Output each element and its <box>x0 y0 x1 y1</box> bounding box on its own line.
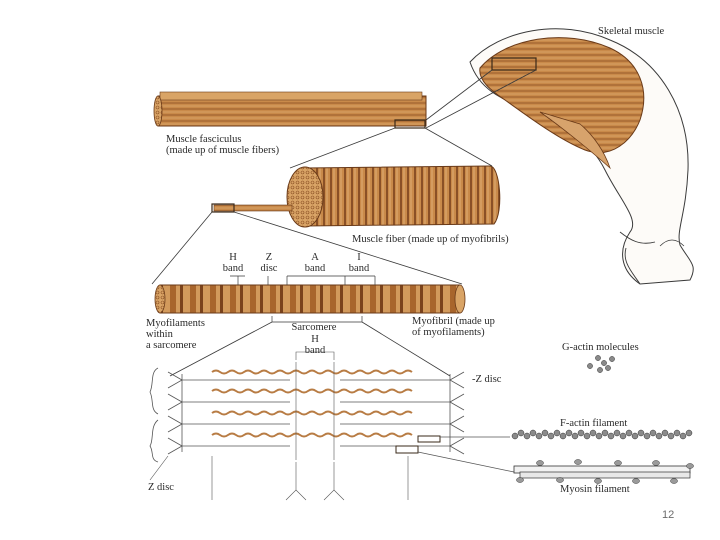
label-myofibril: Myofibril (made up of myofilaments) <box>412 316 495 338</box>
label-g-actin-molecules: G-actin molecules <box>562 342 639 353</box>
myosin-highlight-box <box>395 445 419 454</box>
label-f-actin-filament: F-actin filament <box>560 418 628 429</box>
f-actin-filament <box>511 429 693 440</box>
page-number: 12 <box>662 509 675 521</box>
label-myosin-filament: Myosin filament <box>560 484 630 495</box>
g-actin-molecules <box>587 355 615 373</box>
fasciculus-bundle <box>153 91 427 129</box>
myofibril <box>154 284 466 314</box>
label-h-band: H band <box>222 252 244 274</box>
label-z-disc-lower: Z disc <box>148 482 174 493</box>
label-muscle-fasciculus: Muscle fasciculus (made up of muscle fib… <box>166 134 280 156</box>
label-sarcomere: Sarcomere <box>291 322 337 333</box>
skeletal-muscle-belly <box>479 37 645 154</box>
label-i-band: I band <box>348 252 370 274</box>
label-z-disc: Z disc <box>260 252 278 274</box>
label-myofilaments: Myofilaments within a sarcomere <box>146 318 205 351</box>
skeletal-muscle-highlight-box <box>491 57 537 71</box>
sarcomere-filaments <box>149 351 465 501</box>
myosin-filament <box>513 459 694 484</box>
label-z-disc-right: -Z disc <box>472 374 502 385</box>
band-bracket-lines <box>230 275 376 323</box>
label-muscle-fiber: Muscle fiber (made up of myofibrils) <box>352 234 509 245</box>
label-h-band-lower: H band <box>304 334 326 356</box>
label-a-band: A band <box>304 252 326 274</box>
label-skeletal-muscle: Skeletal muscle <box>598 26 665 37</box>
actin-highlight-box <box>417 435 441 443</box>
fasciculus-highlight-box <box>394 119 426 129</box>
arm-illustration <box>469 28 694 285</box>
fiber-highlight-box <box>211 203 235 213</box>
muscle-fiber <box>211 165 501 228</box>
